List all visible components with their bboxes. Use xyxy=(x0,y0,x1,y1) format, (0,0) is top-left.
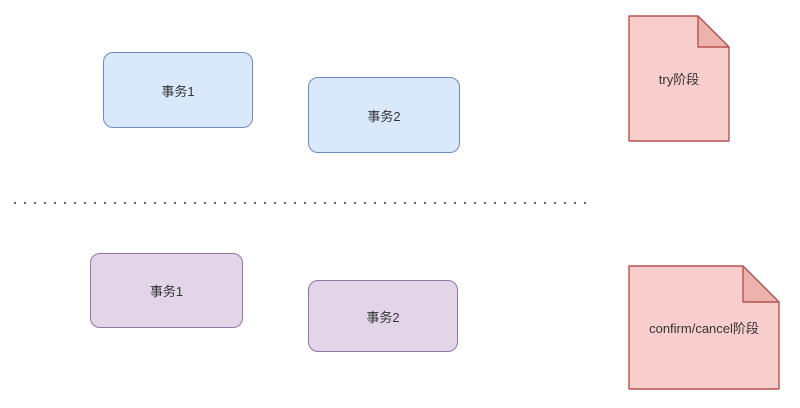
try-transaction-2-label: 事务2 xyxy=(367,108,401,124)
try-phase-note-label: try阶段 xyxy=(658,72,700,87)
confirm-transaction-1-label: 事务1 xyxy=(149,284,184,299)
try-transaction-1-box: 事务1 xyxy=(103,52,253,128)
phase-divider xyxy=(14,202,590,204)
try-transaction-2-box: 事务2 xyxy=(308,77,460,153)
confirm-phase-note: confirm/cancel阶段 xyxy=(628,265,780,390)
note-shape-icon xyxy=(628,265,780,390)
note-shape-icon xyxy=(628,15,730,142)
try-transaction-1-label: 事务1 xyxy=(161,83,195,99)
try-phase-note: try阶段 xyxy=(628,15,730,142)
confirm-transaction-1-box: 事务1 xyxy=(90,253,243,328)
confirm-transaction-2-box: 事务2 xyxy=(308,280,458,352)
confirm-transaction-2-label: 事务2 xyxy=(366,309,400,325)
confirm-phase-note-label: confirm/cancel阶段 xyxy=(649,321,759,336)
